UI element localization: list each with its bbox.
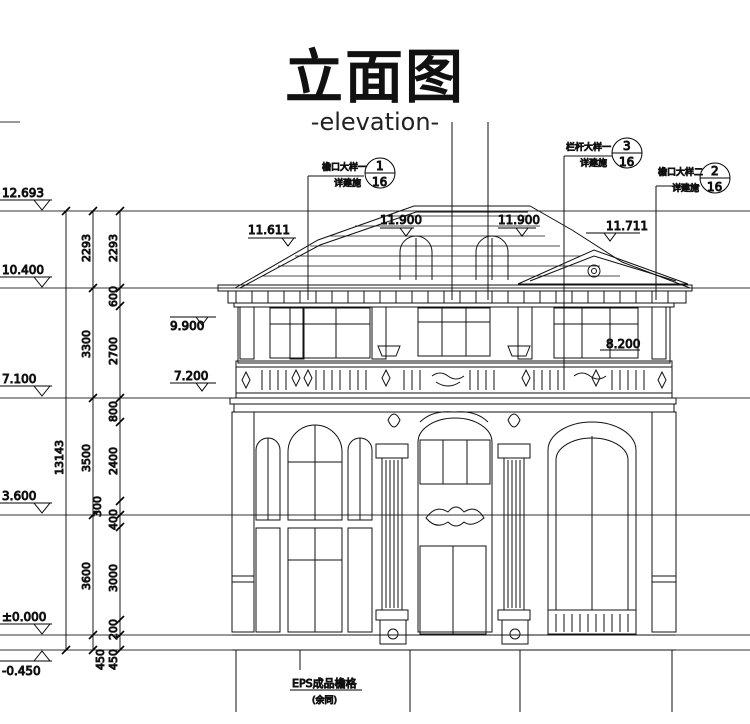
dim-outer-3: 3500 [80,444,93,472]
dim-outer-5: 450 [94,649,107,670]
dim-outer-total: 13143 [53,440,66,475]
level-minus-0450: -0.450 [2,664,41,678]
level-10400: 10.400 [2,263,44,277]
bottom-note-line2: (余同) [312,694,337,706]
plinth [232,634,676,712]
dim-inner-8: 3000 [107,564,120,592]
leader-lines [299,122,700,670]
level-11900-a: 11.900 [380,213,422,227]
dim-outer-4: 3600 [80,562,93,590]
level-11611: 11.611 [248,223,290,237]
callout-3-label: 栏杆大样一 [566,141,611,153]
page-title: 立面图 [284,43,465,111]
columns [375,413,531,645]
callout-3-ref: 详建施 [580,157,607,169]
dim-outer-2: 3300 [80,330,93,358]
level-9900: 9.900 [170,319,204,333]
balcony [235,360,673,399]
level-7100: 7.100 [2,372,36,386]
second-floor [237,306,671,364]
callout-3-number: 3 [623,139,631,153]
interior-level-markers [170,227,640,392]
level-8200: 8.200 [606,337,640,351]
bottom-note-line1: EPS成品檐格 [292,676,357,690]
callout-2-ref: 详建施 [672,182,699,194]
level-0000: ±0.000 [2,610,46,624]
callout-1-number: 1 [376,159,384,173]
dim-outer-1: 2293 [80,234,93,262]
callout-1-sheet: 16 [372,175,387,189]
dim-inner-9: 200 [107,619,120,640]
dim-inner-7: 400 [107,509,120,530]
level-11711: 11.711 [606,219,648,233]
dim-inner-10: 450 [107,649,120,670]
level-7200: 7.200 [174,369,208,383]
dim-inner-5: 2400 [107,447,120,475]
dim-inner-4: 800 [107,401,120,422]
detail-callout-3 [611,137,643,169]
callout-3-sheet: 16 [619,155,634,169]
level-12693: 12.693 [2,186,44,200]
level-3600: 3.600 [2,489,36,503]
callout-1-label: 檐口大样一 [322,161,367,173]
left-level-markers [0,199,52,662]
dim-inner-3: 2700 [107,337,120,365]
roof [234,205,691,289]
dim-inner-6: 300 [91,496,104,517]
detail-callout-1 [364,157,396,189]
callout-2-number: 2 [711,164,719,178]
callout-2-label: 檐口大样二 [658,166,703,178]
dim-inner-1: 2293 [107,234,120,262]
first-floor [229,397,677,635]
callout-2-sheet: 16 [707,180,722,194]
dimension-chains [61,206,125,655]
dim-inner-2: 600 [107,286,120,307]
callout-1-ref: 详建施 [334,177,361,189]
level-11900-b: 11.900 [498,213,540,227]
detail-callout-2 [699,162,731,194]
page-subtitle: -elevation- [310,108,440,136]
